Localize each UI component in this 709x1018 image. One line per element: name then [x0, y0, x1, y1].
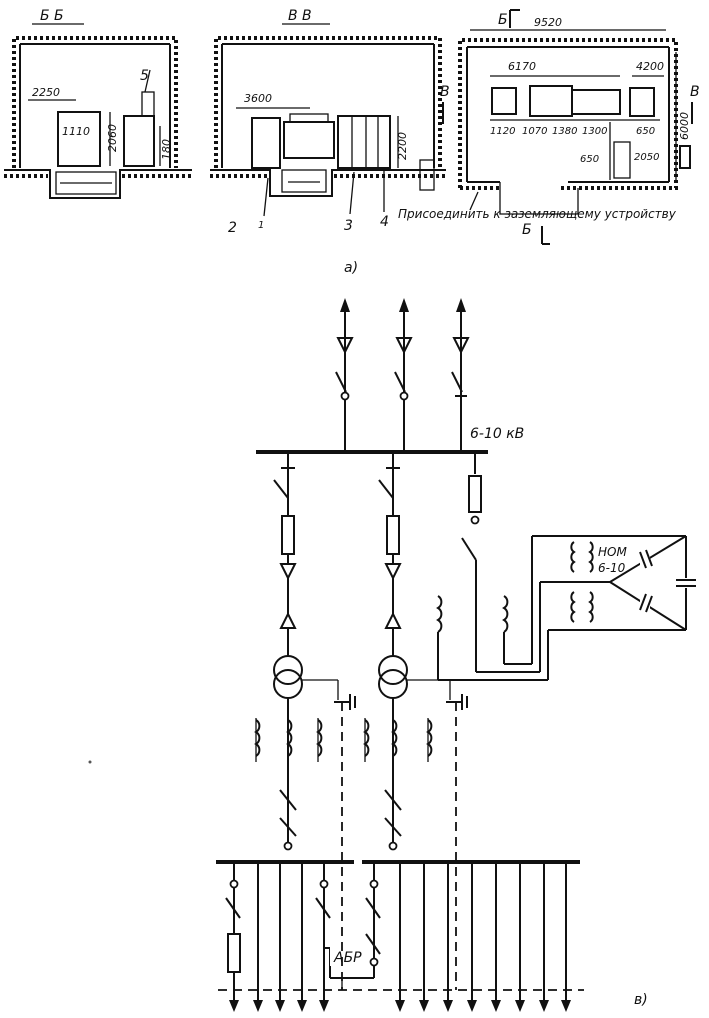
dim-vv-height: 2200	[396, 132, 409, 160]
hv-fuse-2	[386, 515, 400, 555]
hv-fuse-1	[281, 515, 295, 555]
cut-label-bottom: Б	[522, 222, 532, 238]
transformer-branch-2	[378, 452, 468, 842]
label-1: 1	[258, 220, 264, 231]
transformer-branch-1	[273, 452, 356, 842]
dim-bb-width: 2250	[32, 86, 60, 99]
section-vv-title: В В	[288, 8, 312, 24]
section-vv: В В 3600 2200 2 1 3 4	[210, 8, 446, 236]
lv-fuse	[227, 933, 241, 973]
abr-label: АБР	[333, 950, 362, 966]
dim-650-b: 650	[580, 154, 599, 165]
dim-650-a: 650	[636, 126, 655, 137]
label-2: 2	[228, 220, 237, 236]
single-line-scheme: 6-10 кВ	[216, 298, 696, 1012]
label-5: 5	[140, 68, 149, 84]
lv-feeders-section-2	[365, 862, 571, 1012]
figure-a-caption: а)	[344, 260, 358, 276]
label-4: 4	[380, 214, 389, 230]
ground-note: Присоединить к заземляющему устройству	[398, 207, 677, 221]
dim-depth: 6000	[678, 112, 691, 140]
dim-right-top: 4200	[636, 60, 664, 73]
dim-inner: 6170	[508, 60, 536, 73]
section-bb: Б Б 2250 1110 2060 180 5	[4, 8, 192, 199]
plan-view: Б 9520 6170 4200 6000 1120 1070 1380 130…	[344, 9, 700, 276]
dim-bb-side: 180	[160, 139, 173, 160]
hv-feeder-1	[335, 298, 354, 452]
figure-v-caption: в)	[634, 992, 648, 1008]
hv-feeder-3	[451, 298, 470, 452]
dim-seg-2: 1070	[522, 126, 547, 137]
dim-bb-height: 2060	[106, 124, 119, 152]
abr-box	[330, 942, 368, 966]
current-transformers	[254, 718, 433, 762]
dim-bb-cabinet: 1110	[62, 125, 90, 138]
abr-unit: АБР	[218, 702, 584, 991]
hv-bus-label: 6-10 кВ	[470, 426, 524, 442]
section-bb-title: Б Б	[40, 8, 64, 24]
dim-seg-3: 1380	[552, 126, 577, 137]
cut-label-left: В	[440, 84, 450, 100]
dim-seg-4: 1300	[582, 126, 607, 137]
cut-label-top: Б	[498, 12, 508, 28]
voltage-transformer-branch: НОМ 6-10	[436, 452, 696, 681]
cut-label-right: В	[690, 84, 700, 100]
vt-label-1: НОМ	[598, 545, 627, 559]
hv-fuse-3	[468, 475, 482, 513]
hv-feeder-2	[394, 298, 413, 452]
dim-total: 9520	[534, 16, 562, 29]
vt-label-2: 6-10	[598, 561, 626, 575]
dim-seg-1: 1120	[490, 126, 515, 137]
dim-vv-width: 3600	[244, 92, 272, 105]
dim-2050: 2050	[634, 152, 659, 163]
label-3: 3	[344, 218, 353, 234]
lv-feeders-section-1	[225, 862, 331, 1012]
